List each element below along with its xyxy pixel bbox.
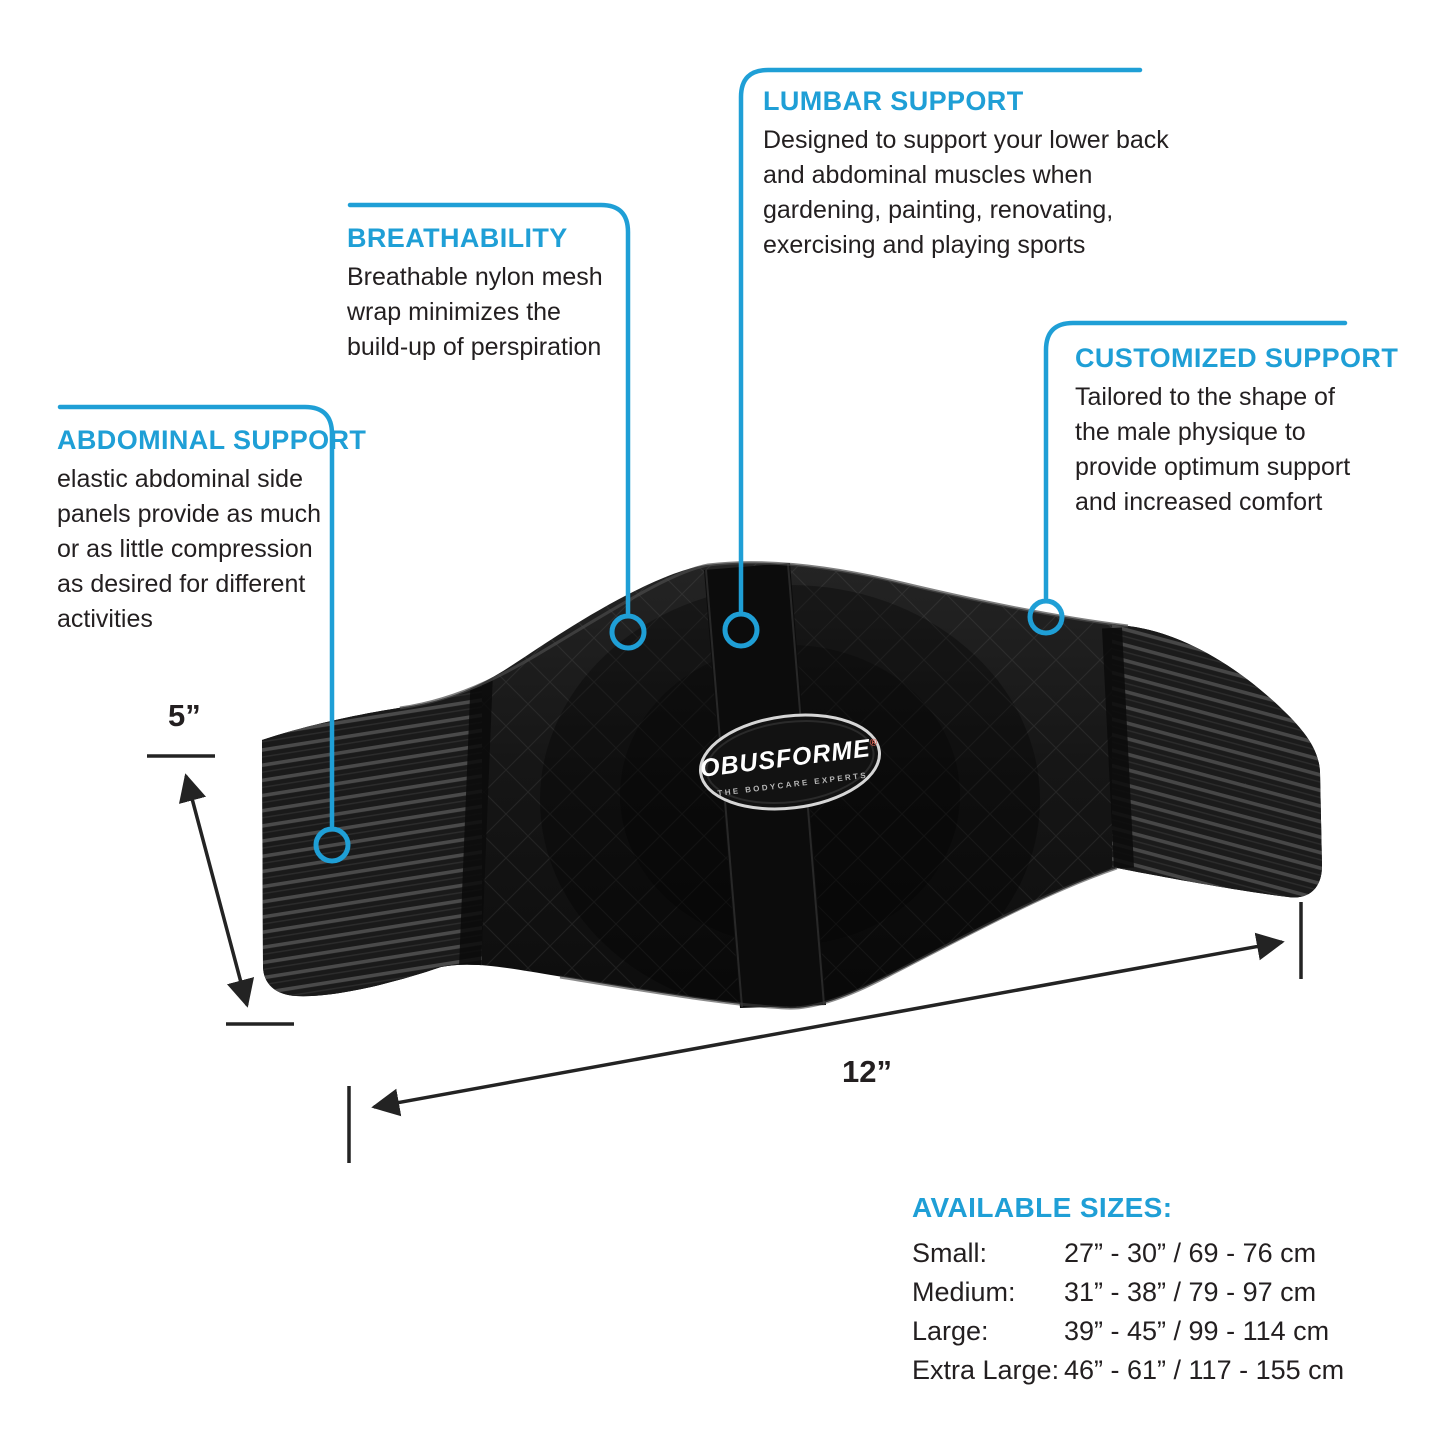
size-value: 39” - 45” / 99 - 114 cm — [1064, 1316, 1330, 1346]
callout-line-abdominal — [57, 404, 335, 829]
callout-title-lumbar: LUMBAR SUPPORT — [763, 86, 1024, 116]
right-elastic-panel — [1112, 562, 1322, 920]
width-dimension-label: 12” — [842, 1054, 892, 1089]
callout-line-customized — [1043, 320, 1348, 601]
callout-marker-abdominal — [313, 826, 351, 864]
callout-breathability: BREATHABILITY Breathable nylon mesh wrap… — [347, 223, 677, 365]
callout-body-abdominal: elastic abdominal side panels provide as… — [57, 465, 322, 633]
size-label: Medium: — [912, 1277, 1016, 1307]
callout-customized-support: CUSTOMIZED SUPPORT Tailored to the shape… — [1075, 343, 1415, 520]
callout-marker-breathability — [609, 613, 647, 651]
height-dimension-arrow — [147, 754, 294, 1026]
size-label: Extra Large: — [912, 1355, 1060, 1385]
available-sizes-title: AVAILABLE SIZES: — [912, 1192, 1173, 1223]
callout-lumbar-support: LUMBAR SUPPORT Designed to support your … — [763, 86, 1223, 263]
callout-body-lumbar: Designed to support your lower back and … — [763, 126, 1169, 259]
size-label: Large: — [912, 1316, 989, 1346]
size-value: 27” - 30” / 69 - 76 cm — [1064, 1238, 1317, 1268]
width-arrow-line — [371, 932, 1285, 1117]
callout-marker-lumbar — [722, 611, 760, 649]
callout-connectors — [57, 67, 1348, 829]
badge-oval — [698, 713, 882, 811]
callout-line-lumbar — [738, 67, 1143, 614]
callout-markers — [313, 598, 1065, 864]
callout-abdominal-support: ABDOMINAL SUPPORT elastic abdominal side… — [57, 425, 397, 637]
back-support-belt: OBUSFORME® THE BODYCARE EXPERTS — [262, 561, 1322, 1010]
callout-body-customized: Tailored to the shape of the male physiq… — [1075, 383, 1351, 516]
top-edge-binding — [399, 561, 1129, 710]
available-sizes: AVAILABLE SIZES: Small: 27” - 30” / 69 -… — [912, 1192, 1344, 1390]
left-panel-seam — [459, 671, 493, 969]
width-dimension-arrow — [347, 902, 1303, 1163]
size-row-small: Small: 27” - 30” / 69 - 76 cm — [912, 1234, 1344, 1273]
size-row-medium: Medium: 31” - 38” / 79 - 97 cm — [912, 1273, 1344, 1312]
callout-body-breathability: Breathable nylon mesh wrap minimizes the… — [347, 263, 603, 361]
size-label: Small: — [912, 1238, 988, 1268]
badge-inner-ring — [705, 719, 875, 805]
size-row-large: Large: 39” - 45” / 99 - 114 cm — [912, 1312, 1344, 1351]
height-dimension-label: 5” — [168, 698, 201, 733]
size-value: 31” - 38” / 79 - 97 cm — [1064, 1277, 1317, 1307]
callout-marker-customized — [1027, 598, 1065, 636]
callout-line-breathability — [347, 202, 631, 616]
callout-title-breathability: BREATHABILITY — [347, 223, 568, 253]
callout-title-abdominal: ABDOMINAL SUPPORT — [57, 425, 367, 455]
callout-title-customized: CUSTOMIZED SUPPORT — [1075, 343, 1399, 373]
height-arrow-line — [178, 773, 255, 1008]
brand-badge: OBUSFORME® THE BODYCARE EXPERTS — [698, 713, 882, 811]
size-value: 46” - 61” / 117 - 155 cm — [1064, 1355, 1345, 1385]
dimension-annotations — [147, 754, 1303, 1163]
right-panel-seam — [1102, 627, 1134, 869]
size-row-extra-large: Extra Large: 46” - 61” / 117 - 155 cm — [912, 1351, 1344, 1390]
